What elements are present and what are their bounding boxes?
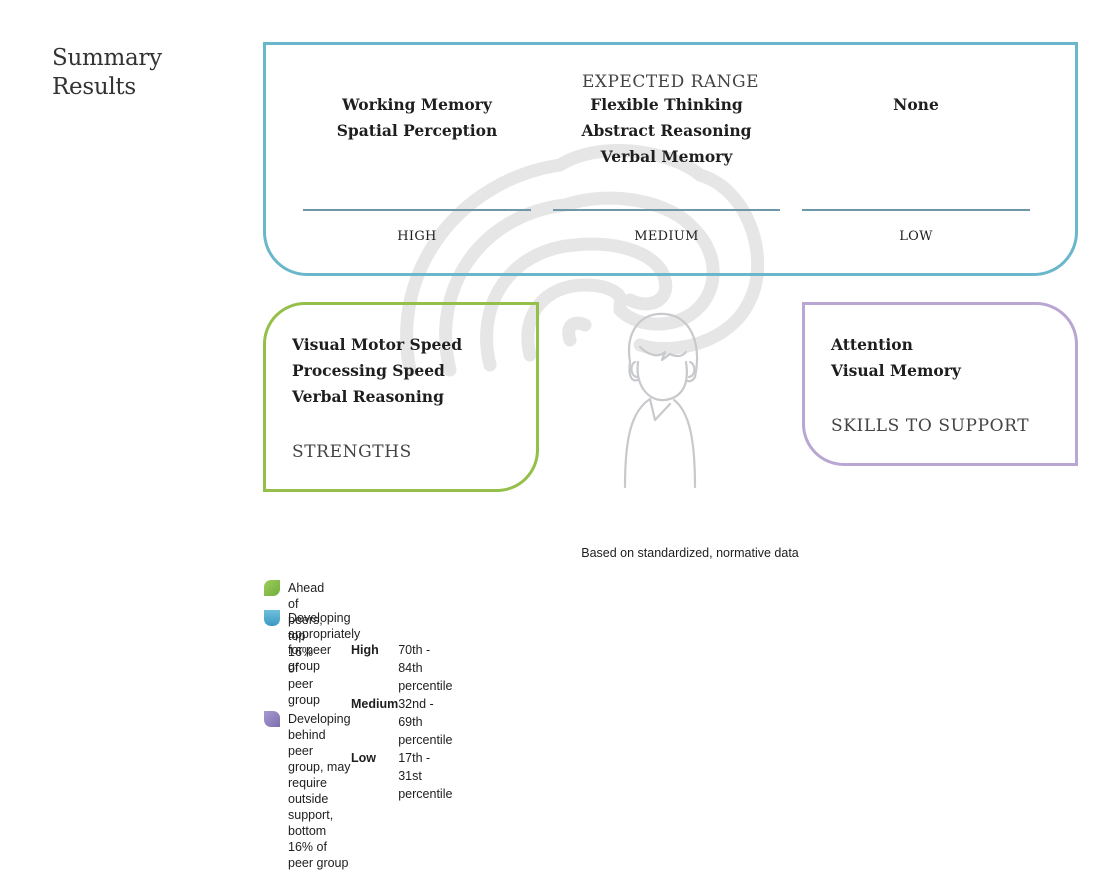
percentile-level: Medium	[351, 697, 399, 711]
range-column-medium: Flexible Thinking Abstract Reasoning Ver…	[553, 0, 780, 275]
person-outline-icon	[623, 312, 699, 489]
range-item: Verbal Memory	[600, 147, 733, 166]
legend-entry-ahead: Ahead of peers, top 16% of peer group	[264, 580, 324, 708]
expected-range-box	[263, 42, 1078, 276]
range-item: Abstract Reasoning	[581, 121, 752, 140]
legend-entry-behind: Developing behind peer group, may requir…	[264, 711, 351, 871]
skills-to-support-box: Attention Visual Memory SKILLS TO SUPPOR…	[802, 302, 1078, 466]
skill-item: Attention	[831, 335, 913, 354]
legend-text: Developing behind peer group, may requir…	[288, 711, 351, 871]
range-level-high: HIGH	[397, 229, 437, 244]
percentile-level: High	[351, 643, 379, 657]
legend-text-line1: Developing behind peer group, may requir…	[288, 712, 351, 806]
strengths-box: Visual Motor Speed Processing Speed Verb…	[263, 302, 539, 492]
range-divider-high	[303, 209, 531, 211]
range-column-high: Working Memory Spatial Perception HIGH	[303, 0, 531, 275]
percentile-range: 17th - 31st percentile	[398, 751, 453, 801]
legend-text-line2: support, bottom 16% of peer group	[288, 808, 349, 870]
range-items-high: Working Memory Spatial Perception	[303, 92, 531, 144]
strengths-label: STRENGTHS	[292, 442, 412, 462]
range-column-low: None LOW	[802, 0, 1030, 275]
range-level-low: LOW	[899, 229, 933, 244]
range-items-medium: Flexible Thinking Abstract Reasoning Ver…	[553, 92, 780, 170]
skills-to-support-label: SKILLS TO SUPPORT	[831, 416, 1030, 436]
percentile-range: 70th - 84th percentile	[398, 643, 453, 693]
percentile-level: Low	[351, 751, 376, 765]
page-title-line2: Results	[52, 74, 136, 100]
range-item: None	[893, 95, 939, 114]
strength-item: Verbal Reasoning	[292, 387, 444, 406]
range-item: Spatial Perception	[336, 121, 498, 140]
range-item: Flexible Thinking	[590, 95, 743, 114]
percentile-table: High 70th - 84th percentile Medium 32nd …	[351, 641, 452, 803]
range-divider-low	[802, 209, 1030, 211]
percentile-row: Medium 32nd - 69th percentile	[351, 695, 452, 749]
strength-item: Visual Motor Speed	[292, 335, 463, 354]
strengths-list: Visual Motor Speed Processing Speed Verb…	[292, 332, 462, 410]
blue-swatch-icon	[264, 610, 280, 626]
legend-entry-appropriate: Developing appropriately for peer group	[264, 610, 360, 674]
expected-range-title: EXPECTED RANGE	[581, 72, 760, 92]
legend-text: Ahead of peers, top 16% of peer group	[288, 581, 325, 707]
page-title: Summary Results	[52, 44, 162, 102]
legend-source-note: Based on standardized, normative data	[581, 546, 799, 560]
skill-item: Visual Memory	[831, 361, 961, 380]
percentile-row: Low 17th - 31st percentile	[351, 749, 452, 803]
range-items-low: None	[802, 92, 1030, 118]
page-title-line1: Summary	[52, 45, 162, 71]
strength-item: Processing Speed	[292, 361, 445, 380]
green-swatch-icon	[264, 580, 280, 596]
skills-list: Attention Visual Memory	[831, 332, 961, 384]
percentile-row: High 70th - 84th percentile	[351, 641, 452, 695]
range-item: Working Memory	[342, 95, 492, 114]
range-divider-medium	[553, 209, 780, 211]
range-level-medium: MEDIUM	[634, 229, 699, 244]
percentile-range: 32nd - 69th percentile	[398, 697, 453, 747]
legend-text: Developing appropriately for peer group	[288, 611, 361, 673]
purple-swatch-icon	[264, 711, 280, 727]
